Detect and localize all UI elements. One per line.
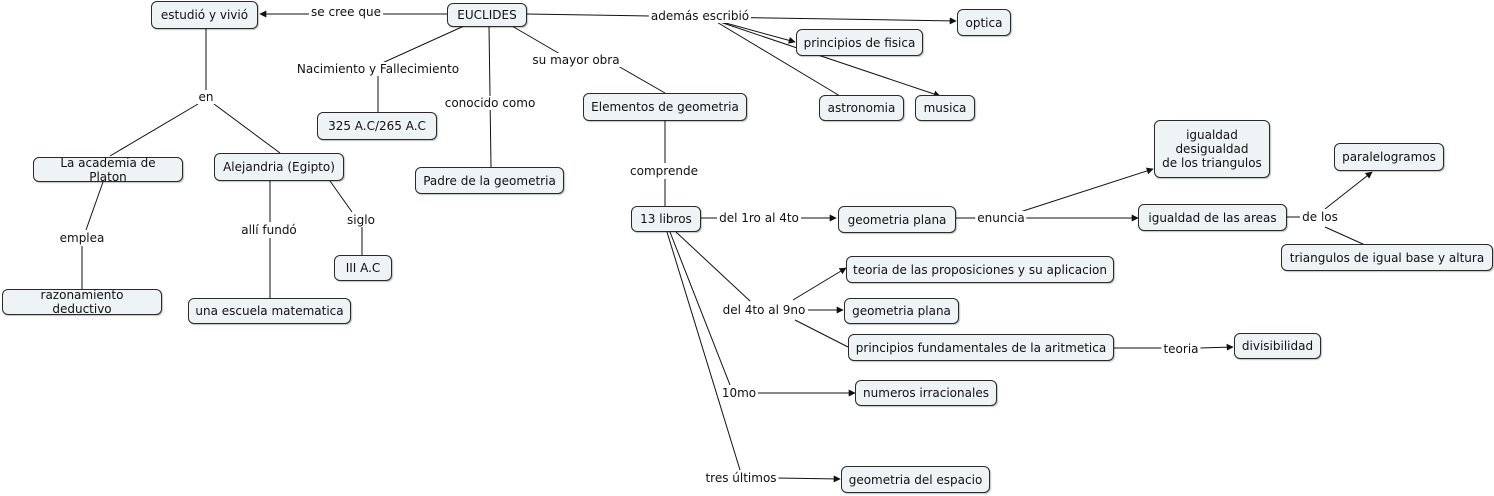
label-ademas-escribio: además escribió [648, 9, 752, 23]
edge-nacimiento-1 [379, 25, 465, 65]
label-nacimiento: Nacimiento y Fallecimiento [294, 62, 462, 76]
concept-principios-aritmetica[interactable]: principios fundamentales de la aritmetic… [848, 334, 1114, 361]
edge-emplea-1 [85, 181, 104, 231]
edge-4to-9no-1 [675, 231, 751, 302]
edge-to-astronomia [709, 17, 841, 97]
edge-10mo-1 [669, 231, 731, 386]
concept-musica[interactable]: musica [915, 95, 975, 121]
concept-divisibilidad[interactable]: divisibilidad [1234, 333, 1321, 359]
concept-euclides[interactable]: EUCLIDES [447, 3, 527, 27]
label-comprende: comprende [628, 164, 700, 178]
concept-igualdad-de-las-areas[interactable]: igualdad de las areas [1138, 204, 1287, 231]
edge-de-los-3 [1324, 171, 1373, 210]
edge-to-musica [704, 16, 941, 98]
concept-iii-ac[interactable]: III A.C [334, 255, 392, 281]
concept-astronomia[interactable]: astronomia [819, 95, 904, 121]
label-siglo: siglo [345, 213, 377, 227]
edge-mayor-obra-2 [617, 65, 666, 94]
edge-tres-ultimos-1 [666, 231, 741, 471]
concept-325-ac-265-ac[interactable]: 325 A.C/265 A.C [317, 112, 437, 140]
edge-tres-ultimos-2 [776, 475, 841, 483]
edge-4to-9no-2 [792, 267, 847, 301]
concept-alejandria-egipto[interactable]: Alejandria (Egipto) [214, 153, 344, 181]
concept-principios-de-fisica[interactable]: principios de fisica [796, 29, 923, 56]
edge-en-3 [213, 103, 281, 154]
concept-estudio-y-vivio[interactable]: estudió y vivió [151, 1, 258, 29]
concept-teoria-proposiciones[interactable]: teoria de las proposiciones y su aplicac… [846, 256, 1114, 283]
concept-elementos-de-geometria[interactable]: Elementos de geometria [583, 93, 747, 121]
concept-razonamiento-deductivo[interactable]: razonamiento deductivo [2, 288, 162, 316]
edge-de-los-2 [1324, 226, 1366, 246]
concept-numeros-irracionales[interactable]: numeros irracionales [855, 380, 997, 406]
concept-igualdad-desigualdad-triangulos[interactable]: igualdad desigualdad de los triangulos [1154, 120, 1270, 178]
label-en: en [196, 90, 216, 104]
label-enuncia: enuncia [975, 211, 1027, 225]
edge-enuncia-2 [1019, 167, 1154, 213]
concept-padre-de-la-geometria[interactable]: Padre de la geometria [415, 167, 564, 194]
concept-optica[interactable]: optica [957, 9, 1011, 36]
edge-mayor-obra-1 [511, 25, 561, 55]
concept-paralelogramos[interactable]: paralelogramos [1334, 143, 1444, 171]
label-del-4to-9no: del 4to al 9no [720, 303, 808, 317]
label-emplea: emplea [57, 231, 107, 245]
label-10mo: 10mo [719, 386, 759, 400]
edge-siglo-1 [329, 180, 353, 213]
label-alli-fundo: allí fundó [239, 223, 299, 237]
edge-teoria-2 [1199, 343, 1234, 351]
label-teoria: teoria [1161, 342, 1201, 356]
label-se-cree-que: se cree que [309, 5, 383, 19]
label-tres-ultimos: tres últimos [703, 471, 779, 485]
concept-academia-de-platon[interactable]: La academia de Platon [33, 156, 183, 184]
label-del-1ro-4to: del 1ro al 4to [717, 211, 801, 225]
concept-una-escuela-matematica[interactable]: una escuela matematica [188, 298, 351, 324]
concept-13-libros[interactable]: 13 libros [631, 206, 701, 232]
edge-en-2 [109, 103, 199, 157]
label-de-los: de los [1300, 210, 1340, 224]
concept-geometria-plana-2[interactable]: geometria plana [844, 298, 959, 324]
concept-triangulos-igual-base-altura[interactable]: triangulos de igual base y altura [1281, 244, 1493, 271]
edge-4to-9no-4 [794, 319, 849, 348]
concept-geometria-del-espacio[interactable]: geometria del espacio [841, 466, 990, 493]
label-su-mayor-obra: su mayor obra [530, 53, 622, 67]
concept-geometria-plana-1[interactable]: geometria plana [838, 206, 956, 233]
label-conocido-como: conocido como [442, 96, 538, 110]
